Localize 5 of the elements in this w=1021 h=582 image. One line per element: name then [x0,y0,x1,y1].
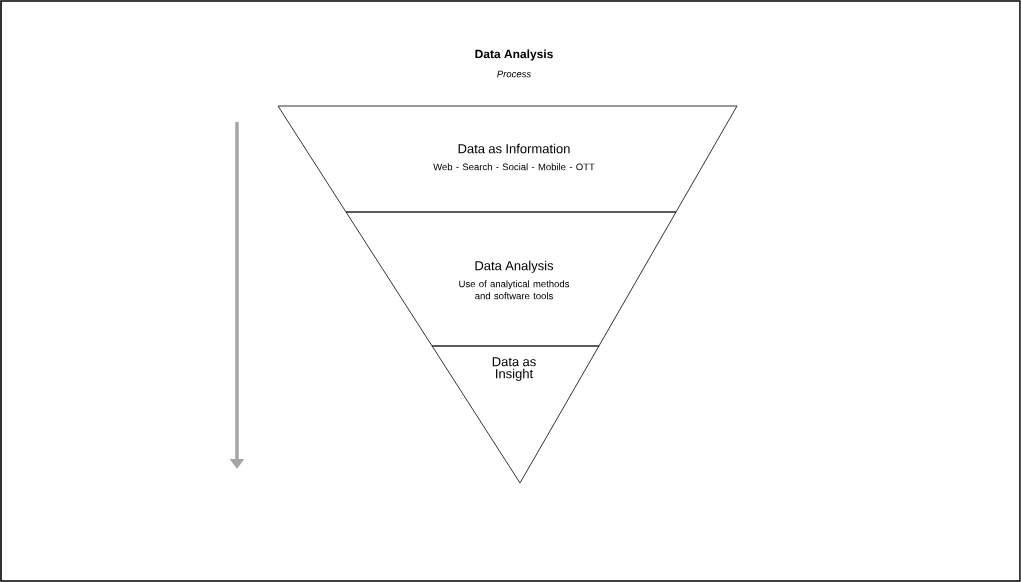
subtitle: Process [497,70,531,78]
title: Data Analysis [475,49,553,61]
funnel-band: Data Analysis Use of analytical methods and software tools [345,211,677,347]
funnel-band: Data as Insight [431,345,600,484]
funnel-band: Data as Information Web - Search - Social - Mobile - OTT [277,105,738,213]
